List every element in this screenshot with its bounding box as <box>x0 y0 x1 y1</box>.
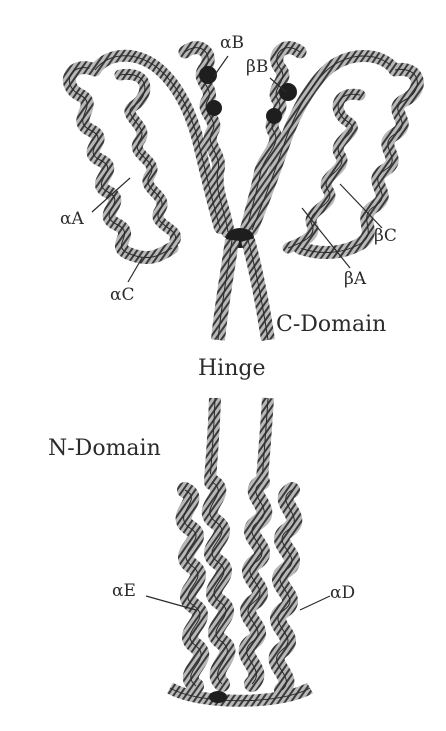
beta-b-dark-knot-2 <box>266 108 282 124</box>
helix-n1 <box>184 490 202 686</box>
label-c-domain: C-Domain <box>276 312 386 337</box>
label-alpha-b: αB <box>220 33 244 53</box>
label-alpha-a: αA <box>60 209 84 229</box>
strand-down-right <box>248 240 268 340</box>
label-hinge: Hinge <box>198 356 266 381</box>
beta-b-dark-knot-1 <box>279 83 297 101</box>
label-beta-a: βA <box>344 269 367 289</box>
label-beta-b: βB <box>246 57 268 77</box>
helix-alpha-c-ribbon <box>120 74 176 240</box>
label-alpha-d: αD <box>330 583 355 603</box>
label-beta-c: βC <box>374 226 397 246</box>
label-alpha-c: αC <box>110 285 135 305</box>
label-n-domain: N-Domain <box>48 436 161 461</box>
n-domain-structure <box>170 398 310 703</box>
pointer-alpha-d <box>300 596 330 610</box>
alpha-b-dark-knot-2 <box>206 100 222 116</box>
helix-alpha-a-ribbon <box>69 68 172 258</box>
bottom-knot <box>209 691 227 703</box>
bottom-loop <box>170 688 310 701</box>
pointer-alpha-b <box>214 56 228 76</box>
label-alpha-e: αE <box>112 581 136 601</box>
